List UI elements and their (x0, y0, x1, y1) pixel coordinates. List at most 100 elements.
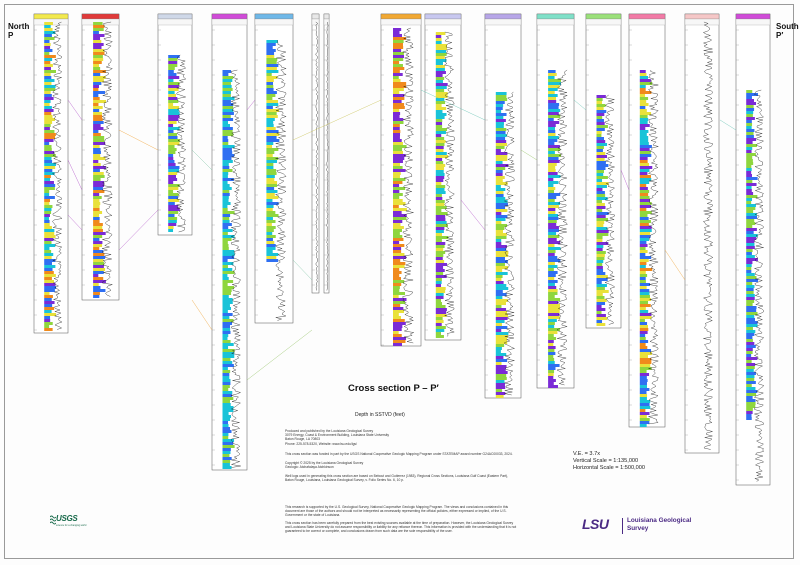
lithology-band (435, 221, 447, 224)
lithology-band (639, 217, 649, 220)
lithology-band (548, 271, 558, 274)
well-header-track (380, 18, 422, 26)
copyright-line: Copyright © 2025 by the Louisiana Geolog… (285, 461, 364, 465)
lithology-band (222, 232, 228, 235)
lithology-band (222, 433, 229, 436)
lithology-band (44, 286, 57, 289)
well-header (33, 13, 69, 20)
lithology-band (495, 392, 506, 395)
lithology-band (93, 256, 106, 259)
lithology-band (93, 184, 105, 187)
lithology-band (746, 267, 752, 270)
lithology-band (168, 205, 179, 208)
lithology-band (266, 187, 275, 190)
lithology-band (639, 166, 653, 169)
lithology-band (168, 97, 178, 100)
lithology-band (222, 154, 235, 157)
lithology-band (222, 142, 229, 145)
lithology-band (222, 448, 231, 451)
lithology-band (639, 262, 647, 265)
lithology-band (168, 67, 175, 70)
lithology-band (93, 142, 106, 145)
lithology-band (495, 194, 504, 197)
lithology-band (435, 41, 442, 44)
lithology-band (266, 196, 279, 199)
lithology-band (639, 325, 648, 328)
lithology-band (393, 160, 403, 163)
disclaimer-line: This research is supported by the U.S. G… (285, 505, 509, 509)
lithology-band (639, 130, 649, 133)
lithology-band (596, 266, 603, 269)
lithology-band (435, 236, 449, 239)
lithology-band (746, 237, 757, 240)
lithology-band (93, 121, 104, 124)
lithology-band (44, 136, 56, 139)
lithology-band (393, 178, 406, 181)
lithology-band (266, 94, 276, 97)
lithology-band (435, 185, 446, 188)
lithology-band (435, 83, 448, 86)
lithology-band (93, 262, 105, 265)
lithology-band (44, 109, 54, 112)
lithology-band (222, 100, 231, 103)
lithology-band (168, 151, 176, 154)
lithology-band (746, 132, 754, 135)
lithology-band (435, 38, 442, 41)
lithology-band (639, 298, 651, 301)
lithology-band (44, 130, 55, 133)
lithology-band (495, 191, 504, 194)
lithology-band (639, 154, 652, 157)
lithology-band (596, 317, 608, 320)
lithology-band (495, 143, 508, 146)
lithology-band (222, 157, 232, 160)
lithology-band (44, 22, 53, 25)
vertical-scale: Vertical Scale = 1:135,000 (573, 458, 639, 464)
lithology-band (639, 175, 651, 178)
lithology-band (639, 382, 647, 385)
lithology-band (548, 346, 556, 349)
lithology-band (93, 163, 101, 166)
lithology-band (44, 58, 53, 61)
lithology-band (746, 315, 755, 318)
lithology-band (168, 91, 175, 94)
well-header (628, 13, 666, 20)
lithology-band (548, 349, 555, 352)
lithology-band (548, 73, 557, 76)
lithology-band (495, 320, 505, 323)
lithology-band (168, 163, 176, 166)
lithology-band (93, 28, 104, 31)
lithology-band (596, 173, 604, 176)
lithology-band (495, 242, 502, 245)
lithology-band (93, 223, 103, 226)
well-header (157, 13, 193, 20)
lithology-band (639, 79, 651, 82)
lithology-band (495, 311, 508, 314)
lithology-band (746, 117, 755, 120)
lithology-band (596, 170, 604, 173)
lithology-band (266, 151, 275, 154)
lithology-band (495, 377, 507, 380)
well-header-track (684, 18, 720, 26)
lithology-band (44, 283, 56, 286)
lithology-band (639, 421, 650, 424)
lithology-band (639, 286, 647, 289)
lithology-band (746, 255, 755, 258)
lithology-band (393, 295, 399, 298)
copyright-note: Copyright © 2025 by the Louisiana Geolog… (285, 461, 555, 469)
lithology-band (746, 252, 752, 255)
lithology-band (746, 171, 752, 174)
lithology-band (639, 331, 648, 334)
lithology-band (93, 250, 104, 253)
lithology-band (222, 271, 235, 274)
lithology-band (746, 288, 754, 291)
lithology-band (596, 290, 609, 293)
lithology-band (548, 148, 561, 151)
lithology-band (746, 279, 759, 282)
lithology-band (93, 58, 104, 61)
lithology-band (596, 245, 604, 248)
north-section-letter: P (8, 31, 14, 40)
lithology-band (393, 262, 406, 265)
lithology-band (495, 218, 506, 221)
lithology-band (746, 384, 752, 387)
lithology-band (222, 340, 231, 343)
